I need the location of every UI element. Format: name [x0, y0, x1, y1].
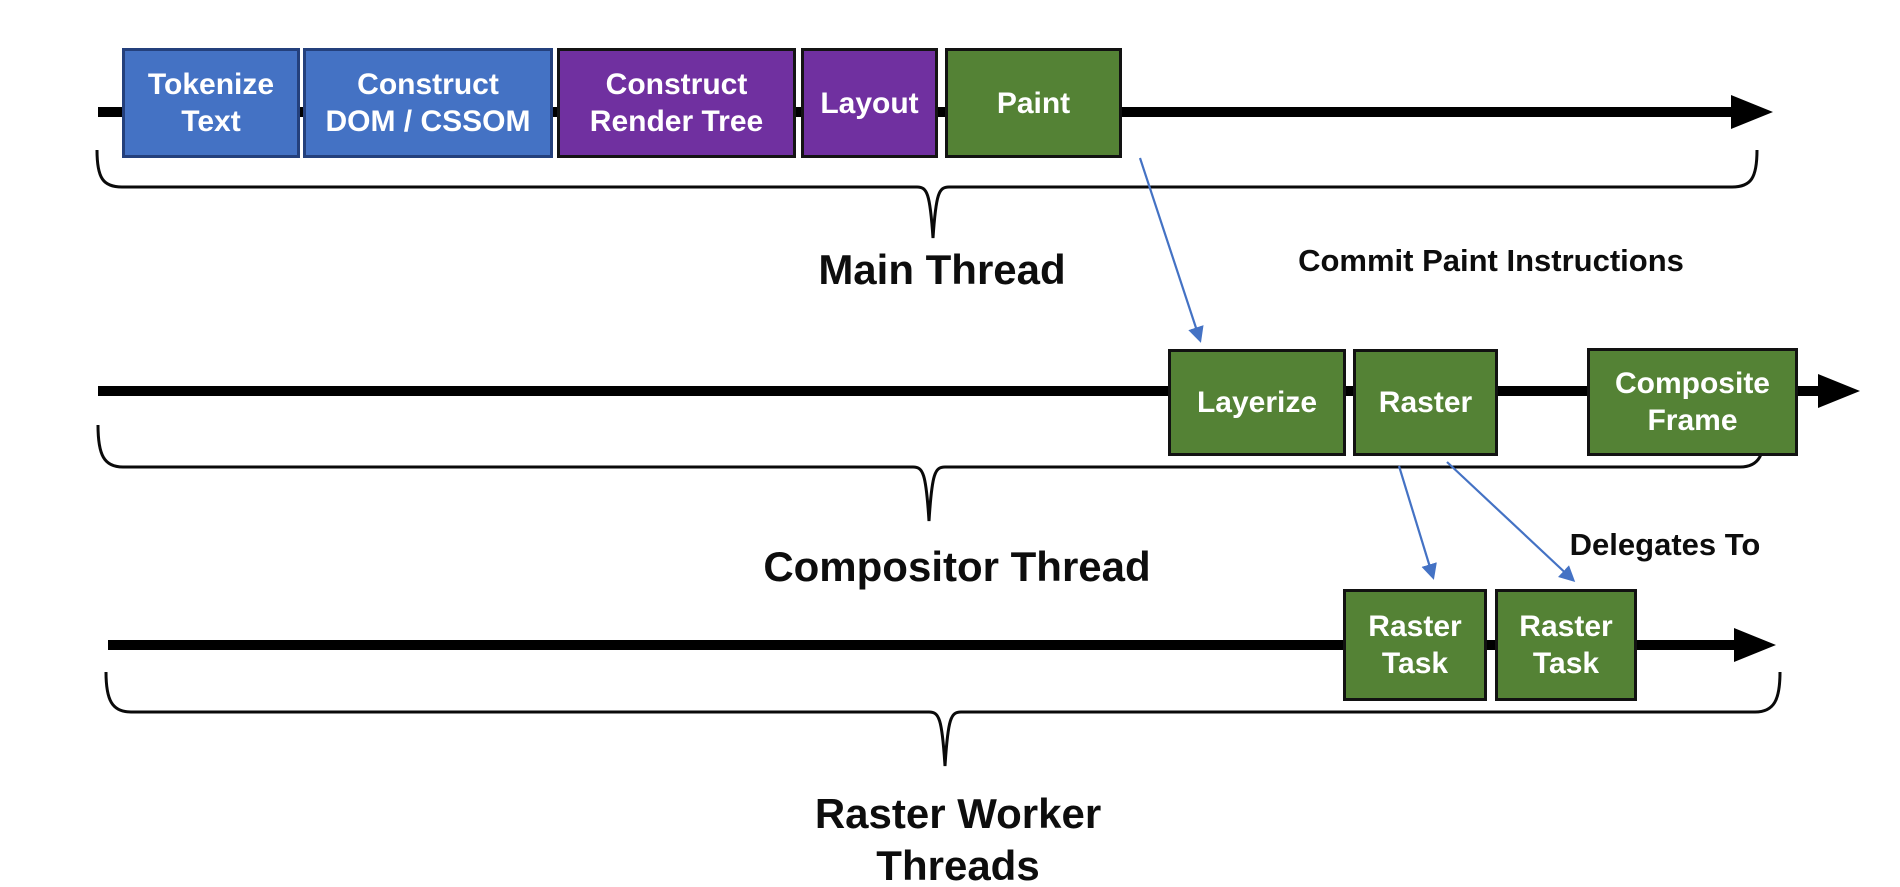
connector-delegates-arrow-1 [1397, 465, 1437, 580]
annotation-commit-paint-instructions: Commit Paint Instructions [1298, 243, 1684, 278]
connector-delegates-arrow-2 [1446, 461, 1576, 583]
box-paint: Paint [945, 48, 1122, 158]
annotation-delegates-to: Delegates To [1569, 527, 1761, 562]
box-composite-frame: Composite Frame [1587, 348, 1798, 456]
label-main-thread: Main Thread [818, 246, 1066, 293]
label-raster-worker-threads: Raster Worker Threads [814, 790, 1102, 887]
box-tokenize-text: Tokenize Text [122, 48, 300, 158]
label-compositor-thread: Compositor Thread [763, 543, 1151, 590]
box-construct-render-tree: Construct Render Tree [557, 48, 796, 158]
brace-raster-worker-threads [104, 671, 1782, 767]
brace-compositor-thread [96, 424, 1767, 522]
box-layerize: Layerize [1168, 349, 1346, 456]
box-raster-task-2: Raster Task [1495, 589, 1637, 701]
box-layout: Layout [801, 48, 938, 158]
brace-main-thread [95, 149, 1759, 239]
box-raster-task-1: Raster Task [1343, 589, 1487, 701]
box-raster: Raster [1353, 349, 1498, 456]
connector-commit-paint-arrow [1138, 157, 1204, 343]
box-construct-dom-cssom: Construct DOM / CSSOM [303, 48, 553, 158]
